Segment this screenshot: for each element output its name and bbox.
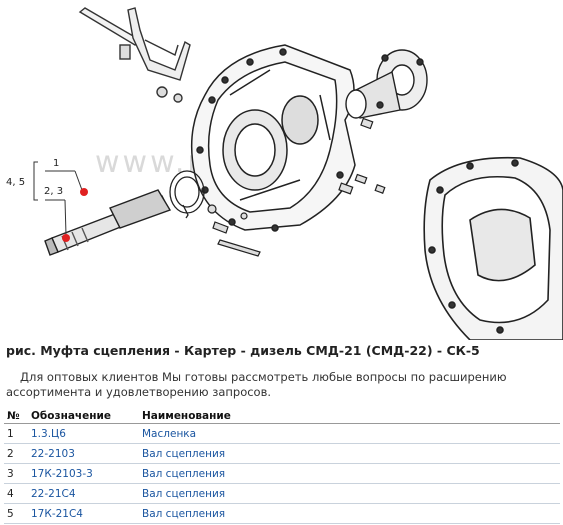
marker-oiler: [80, 188, 88, 196]
header-num: №: [4, 408, 28, 424]
row-num: 3: [4, 463, 28, 484]
header-code: Обозначение: [28, 408, 139, 424]
row-num: 1: [4, 423, 28, 444]
housing-cover-drawing: [423, 156, 563, 341]
row-num: 5: [4, 503, 28, 524]
row-name-link[interactable]: Вал сцепления: [139, 443, 560, 464]
clutch-shaft-drawing: [44, 189, 172, 256]
row-name-link[interactable]: Вал сцепления: [139, 463, 560, 484]
row-num: 4: [4, 483, 28, 504]
row-code-link[interactable]: 1.3.Ц6: [28, 423, 139, 444]
exploded-parts-diagram: www.mtz.com: [6, 7, 563, 341]
shift-fork-drawing: [78, 7, 191, 103]
row-code-link[interactable]: 17К-21С4: [28, 503, 139, 524]
table-row: 2 22-2103 Вал сцепления: [4, 443, 560, 464]
wholesale-note: Для оптовых клиентов Мы готовы рассмотре…: [6, 370, 507, 399]
clutch-housing-drawing: [190, 44, 356, 232]
figure-caption: рис. Муфта сцепления - Картер - дизель С…: [6, 343, 480, 358]
table-row: 3 17К-2103-3 Вал сцепления: [4, 463, 560, 484]
parts-table: № Обозначение Наименование 1 1.3.Ц6 Масл…: [4, 408, 560, 524]
row-code-link[interactable]: 22-21С4: [28, 483, 139, 504]
diagram-drawing: www.mtz.com: [6, 7, 563, 341]
row-num: 2: [4, 443, 28, 464]
callout-label-mid: 2, 3: [44, 186, 63, 197]
pins-drawing: [338, 117, 386, 195]
marker-shaft: [62, 234, 70, 242]
row-name-link[interactable]: Вал сцепления: [139, 483, 560, 504]
table-header-row: № Обозначение Наименование: [4, 408, 560, 424]
bearing-cup-drawing: [345, 49, 428, 119]
callout-lines: [33, 161, 83, 236]
table-row: 5 17К-21С4 Вал сцепления: [4, 503, 560, 524]
bolts-drawing: [207, 204, 261, 257]
callout-group-label: 4, 5: [6, 177, 25, 188]
row-name-link[interactable]: Вал сцепления: [139, 503, 560, 524]
gasket-drawing: [169, 170, 205, 219]
row-code-link[interactable]: 17К-2103-3: [28, 463, 139, 484]
callout-label-top: 1: [53, 158, 59, 169]
table-row: 1 1.3.Ц6 Масленка: [4, 423, 560, 444]
row-name-link[interactable]: Масленка: [139, 423, 560, 444]
header-name: Наименование: [139, 408, 560, 424]
row-code-link[interactable]: 22-2103: [28, 443, 139, 464]
table-row: 4 22-21С4 Вал сцепления: [4, 483, 560, 504]
